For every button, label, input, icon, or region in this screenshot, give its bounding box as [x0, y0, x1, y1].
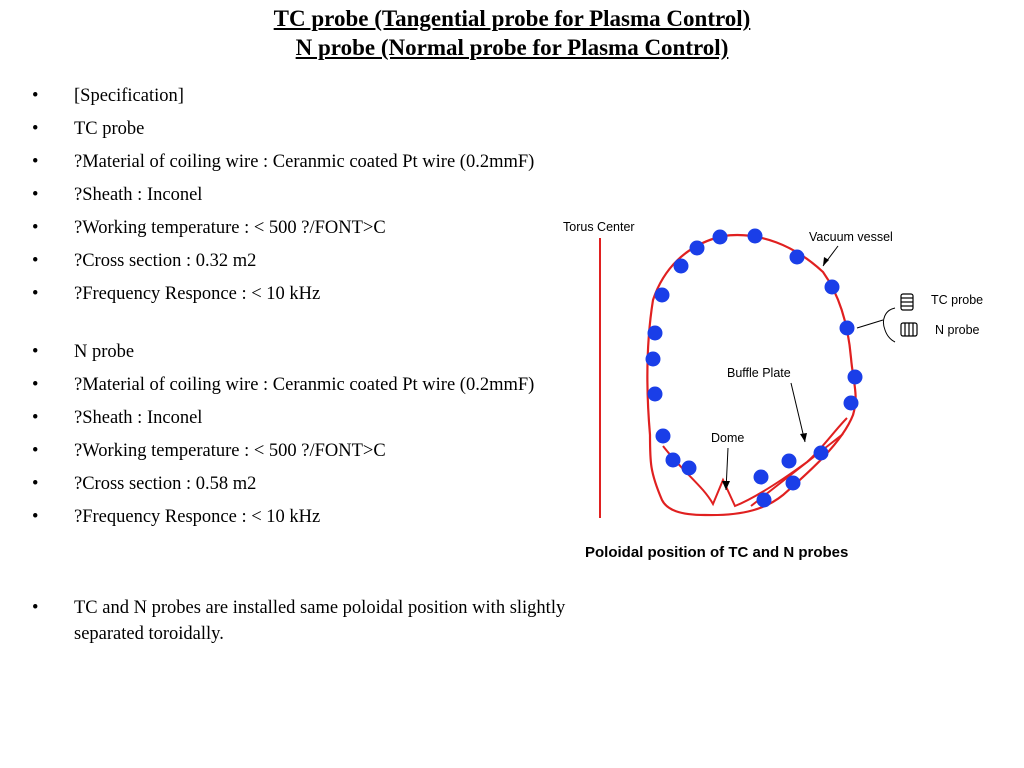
buffle-plate-arrowhead [800, 433, 807, 442]
bullet-n-probe: •N probe [30, 339, 570, 365]
probe-marker [839, 320, 855, 336]
probe-marker [655, 428, 671, 444]
probe-pointer [856, 319, 884, 329]
bullet-dot: • [32, 375, 39, 395]
bullet-n-material: •?Material of coiling wire : Ceranmic co… [30, 372, 570, 398]
probe-marker [785, 475, 801, 491]
bullet-dot: • [32, 152, 39, 172]
probe-marker [847, 369, 863, 385]
probe-bracket [882, 307, 896, 343]
figure-caption: Poloidal position of TC and N probes [585, 544, 849, 561]
probe-marker [781, 453, 797, 469]
buffle-plate-arrow [790, 382, 806, 443]
buffle-plate-outline [662, 417, 848, 508]
probe-marker [824, 279, 840, 295]
bullet-dot: • [32, 507, 39, 527]
specification-list: •[Specification] •TC probe •?Material of… [30, 83, 570, 654]
probe-marker [753, 469, 769, 485]
torus-center-label: Torus Center [563, 220, 635, 234]
bullet-specification: •[Specification] [30, 83, 570, 109]
bullet-dot: • [32, 284, 39, 304]
bullet-tc-cross-section: •?Cross section : 0.32 m2 [30, 248, 570, 274]
bullet-dot: • [32, 474, 39, 494]
probe-marker [673, 258, 689, 274]
bullet-tc-probe: •TC probe [30, 116, 570, 142]
bullet-dot: • [32, 86, 39, 106]
bullet-n-sheath: •?Sheath : Inconel [30, 405, 570, 431]
probe-marker [747, 228, 763, 244]
title-line-2: N probe (Normal probe for Plasma Control… [295, 35, 729, 60]
probe-marker [681, 460, 697, 476]
tc-probe-label: TC probe [931, 293, 984, 307]
bullet-tc-sheath: •?Sheath : Inconel [30, 182, 570, 208]
bullet-dot: • [32, 251, 39, 271]
dome-label: Dome [711, 431, 745, 445]
bullet-dot: • [32, 119, 39, 139]
bullet-n-frequency: •?Frequency Responce : < 10 kHz [30, 504, 570, 530]
bullet-dot: • [32, 441, 39, 461]
bullet-tc-temperature: •?Working temperature : < 500 ?/FONT>C [30, 215, 570, 241]
bullet-dot: • [32, 218, 39, 238]
bullet-n-temperature: •?Working temperature : < 500 ?/FONT>C [30, 438, 570, 464]
probe-marker [647, 325, 663, 341]
probe-markers [645, 228, 863, 508]
probe-marker [654, 287, 670, 303]
bullet-installation-note: •TC and N probes are installed same polo… [30, 595, 570, 647]
probe-marker [647, 386, 663, 402]
vacuum-vessel-arrowhead [823, 257, 829, 266]
probe-marker [756, 492, 772, 508]
bullet-dot: • [32, 598, 39, 618]
bullet-tc-frequency: •?Frequency Responce : < 10 kHz [30, 281, 570, 307]
probe-marker [843, 395, 859, 411]
probe-marker [813, 445, 829, 461]
slide-title: TC probe (Tangential probe for Plasma Co… [0, 4, 1024, 62]
bullet-dot: • [32, 342, 39, 362]
bullet-tc-material: •?Material of coiling wire : Ceranmic co… [30, 149, 570, 175]
poloidal-diagram-svg [599, 228, 918, 518]
probe-marker [712, 229, 728, 245]
bullet-dot: • [32, 408, 39, 428]
probe-marker [665, 452, 681, 468]
probe-marker [789, 249, 805, 265]
vacuum-vessel-label: Vacuum vessel [809, 230, 893, 244]
poloidal-diagram: Torus Center Vacuum vessel TC probe N pr… [555, 210, 983, 570]
probe-marker [689, 240, 705, 256]
probe-marker [645, 351, 661, 367]
buffle-plate-label: Buffle Plate [727, 366, 791, 380]
bullet-n-cross-section: •?Cross section : 0.58 m2 [30, 471, 570, 497]
n-probe-label: N probe [935, 323, 980, 337]
bullet-dot: • [32, 185, 39, 205]
tc-probe-coil-icon [900, 293, 914, 311]
n-probe-coil-icon [900, 322, 918, 337]
title-line-1: TC probe (Tangential probe for Plasma Co… [273, 6, 751, 31]
dome-arrowhead [722, 481, 730, 490]
